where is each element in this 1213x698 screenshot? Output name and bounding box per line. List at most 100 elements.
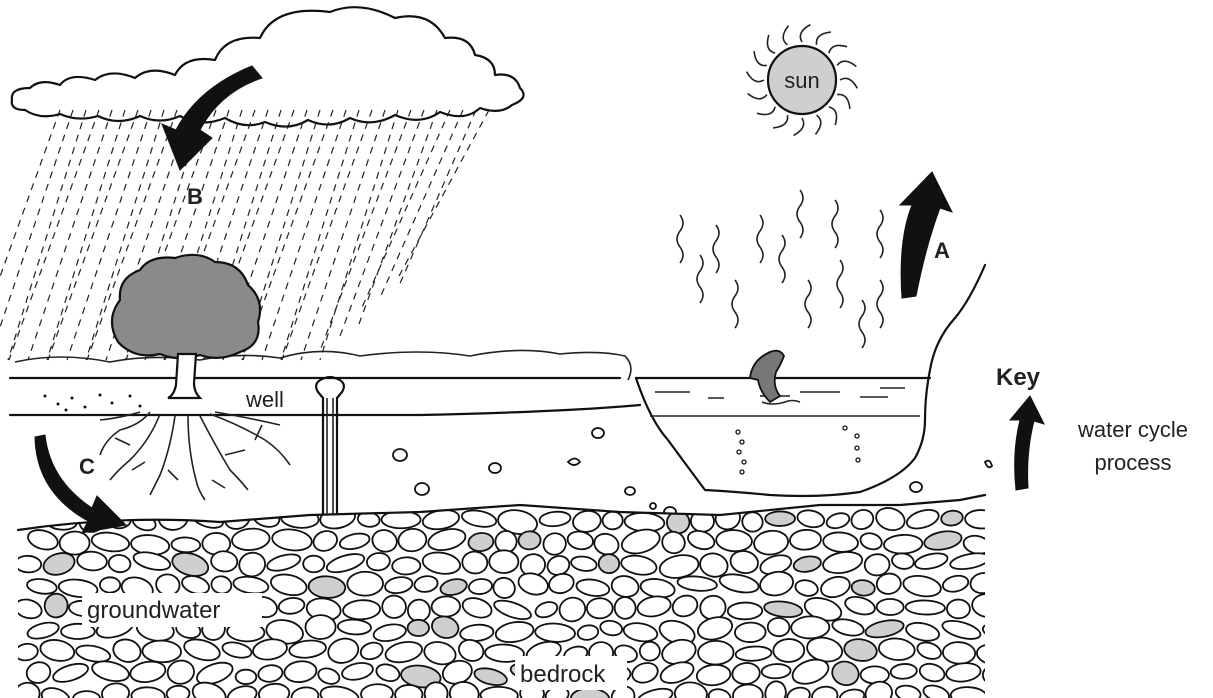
rain-streak (320, 109, 412, 349)
sun-ray (753, 50, 768, 67)
groundwater-label-box: groundwater (82, 593, 262, 627)
bedrock-stone (894, 684, 922, 698)
bedrock-stone (906, 508, 940, 530)
curved-arrow-icon (161, 65, 263, 171)
bedrock-stone (575, 578, 611, 597)
bedrock-stone (141, 639, 183, 664)
bedrock-stone (317, 667, 341, 685)
bedrock-stone (661, 530, 686, 555)
bedrock-stone (439, 578, 468, 596)
bedrock-stone (413, 575, 439, 593)
sun-ray (836, 93, 851, 110)
bedrock-stone (391, 556, 422, 576)
bedrock-stone (90, 531, 131, 553)
bedrock-stone (517, 572, 549, 596)
rain-streak (8, 109, 100, 361)
bedrock-stone (636, 595, 672, 618)
bedrock-stone (695, 663, 732, 687)
bedrock-stone (467, 532, 495, 553)
bedrock-stone (859, 532, 883, 551)
curved-arrow-icon (1008, 395, 1045, 491)
bedrock-stone (238, 551, 267, 578)
rain-streak (397, 109, 477, 289)
fish-icon (749, 349, 801, 405)
bedrock-stone (597, 553, 621, 575)
groundwater-label: groundwater (87, 597, 220, 624)
bedrock-stone (789, 528, 822, 551)
bedrock-stone (585, 597, 614, 620)
bedrock-stone (458, 639, 485, 662)
bedrock-stone (831, 660, 860, 687)
bedrock-stone (488, 549, 520, 574)
bedrock-stone (566, 530, 594, 551)
bedrock-stone (764, 680, 787, 698)
label-c: C (79, 454, 95, 479)
bedrock-stone (572, 509, 602, 533)
bedrock-stone (715, 529, 753, 553)
bedrock-stone (494, 530, 518, 554)
bedrock-stone (221, 641, 253, 659)
bedrock-stone (58, 530, 91, 556)
bedrock-stone (288, 639, 327, 659)
bedrock-stone (431, 615, 460, 639)
bedrock-stone (534, 601, 559, 619)
bedrock-stone (101, 682, 131, 698)
bedrock-stone (969, 572, 985, 595)
bedrock-stone (312, 530, 338, 552)
bedrock-stone (60, 622, 96, 640)
bedrock-stone (183, 638, 221, 662)
bedrock-stone (772, 638, 806, 663)
bedrock-stone (75, 644, 112, 663)
bedrock-stone (676, 575, 718, 592)
bedrock-stone (697, 639, 735, 666)
bedrock-stone (130, 686, 166, 698)
bedrock-stone (766, 617, 791, 638)
bedrock-stone (732, 683, 764, 698)
label-b: B (187, 184, 203, 209)
rain-streak (281, 109, 373, 361)
rain-streak (359, 109, 451, 313)
evaporation-squiggle (712, 224, 720, 274)
bedrock-stone (423, 641, 457, 666)
bedrock-stone (875, 598, 905, 616)
bedrock-stone (171, 551, 210, 577)
bedrock-stone (971, 592, 985, 619)
evaporation-squiggle (804, 279, 812, 329)
rain-streak (261, 109, 347, 361)
bedrock-stone (57, 578, 99, 598)
evaporation-squiggle (831, 199, 839, 249)
bedrock-stone (687, 530, 716, 551)
bedrock-stone (400, 664, 442, 689)
bedrock-stone (372, 623, 407, 642)
bedrock-stone (166, 659, 195, 685)
bedrock-stone (459, 623, 495, 642)
bedrock-layer (18, 495, 985, 698)
bedrock-stone (129, 660, 167, 684)
bedrock-stone (371, 529, 398, 553)
bedrock-stone (697, 616, 734, 641)
bedrock-stone (18, 598, 43, 620)
bedrock-stone (231, 527, 271, 551)
bedrock-stone (337, 618, 372, 636)
bedrock-stone (548, 572, 575, 595)
bedrock-stone (484, 643, 525, 663)
bedrock-stone (904, 599, 946, 616)
rain-streak (85, 109, 165, 361)
bedrock-stone (864, 619, 905, 639)
bedrock-stone (270, 573, 308, 597)
bedrock-stone (71, 690, 102, 698)
rain-streak (319, 109, 399, 361)
bedrock-stone (859, 665, 890, 685)
bedrock-stone (718, 573, 760, 594)
bedrock-stone (822, 531, 859, 553)
sun-ray (766, 34, 776, 54)
bedrock-stone (375, 663, 401, 682)
rain-streak (7, 109, 87, 361)
curved-arrow-icon (898, 171, 953, 299)
bedrock-stone (497, 509, 538, 535)
bedrock-stone (863, 553, 891, 577)
bedrock-stone (673, 681, 708, 698)
rain-streak (66, 109, 152, 361)
sun-ray (799, 23, 811, 43)
bedrock-stone (448, 681, 480, 698)
